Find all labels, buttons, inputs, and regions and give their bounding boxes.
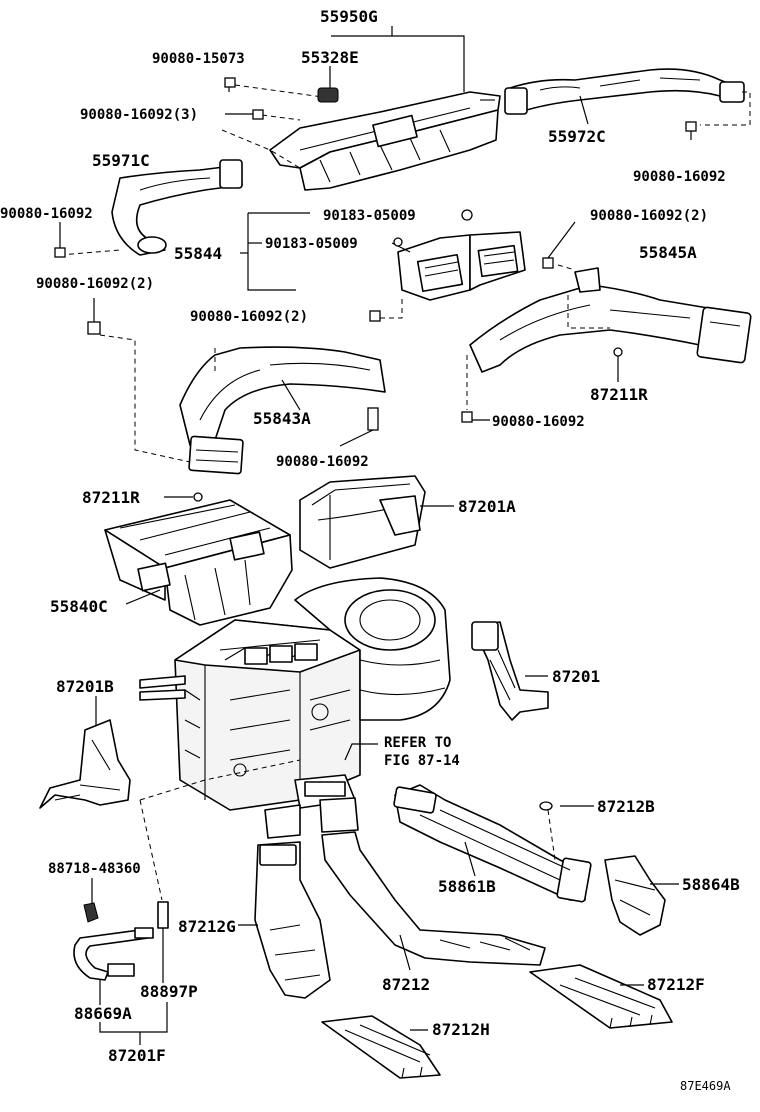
clip-87212B [539,801,594,861]
nut-90183-05009-a [461,209,473,221]
dash-55972C [700,91,751,126]
label-90080-16092-center-lower: 90080-16092 [276,454,369,470]
dash-sensor [139,759,301,801]
label-87212H: 87212H [432,1020,490,1039]
bolt-90080-16092-2a [369,310,381,322]
clip-55328E [317,66,339,103]
label-refer-line2: FIG 87-14 [384,753,460,769]
bolt-90080-16092-c [339,407,379,447]
leader-55972C [579,95,589,125]
label-55971C: 55971C [92,151,150,170]
label-90080-16092-right-lower: 90080-16092 [492,414,585,430]
label-87201B: 87201B [56,677,114,696]
leader-58861B [464,841,476,877]
bolt-90080-15073 [224,77,236,92]
screw-87211R-a [613,347,623,382]
label-58861B: 58861B [438,877,496,896]
leader-55840C [125,589,161,605]
label-55328E: 55328E [301,48,359,67]
bolt-90080-16092-3 [225,109,264,120]
label-87211R-left: 87211R [82,488,140,507]
leader-87212 [399,934,411,971]
label-90183-05009-a: 90183-05009 [323,208,416,224]
sensor-88897P [157,901,169,983]
leader-87201F [99,1002,168,1033]
part-87201-side-duct [471,621,549,721]
part-55844-register [397,231,526,301]
part-heater-unit-main [139,577,451,839]
bolt-90080-16092-right [685,121,697,140]
bolt-90080-16092-2b [542,221,576,269]
nut-90183-05009-b [393,237,403,247]
hose-88669A [73,927,154,981]
part-55971C-side-duct [111,159,243,256]
leader-55843A [281,379,301,411]
label-90080-16092-left: 90080-16092 [0,206,93,222]
bolt-90080-16092-2c [87,298,101,335]
label-87201: 87201 [552,667,600,686]
screw-87211R-b [164,492,203,502]
part-55840C-heater-duct [104,499,293,626]
figure-code: 87E469A [680,1079,731,1093]
clip-88718-48360 [83,878,99,923]
part-87212-floor-duct [321,831,546,966]
label-90080-15073: 90080-15073 [152,51,245,67]
part-87212G-floor-duct [254,841,331,999]
label-87201F: 87201F [108,1046,166,1065]
label-55845A: 55845A [639,243,697,262]
label-90080-16092-right: 90080-16092 [633,169,726,185]
label-87201A: 87201A [458,497,516,516]
dash-55843A [99,334,191,463]
part-55950G-defroster-nozzle [269,91,501,191]
part-87212H-floor-duct [321,1015,441,1079]
label-87212: 87212 [382,975,430,994]
label-90183-05009-b: 90183-05009 [265,236,358,252]
part-55845A-rear-duct [469,267,752,373]
label-88897P: 88897P [140,982,198,1001]
label-88718-48360: 88718-48360 [48,861,141,877]
label-58864B: 58864B [682,875,740,894]
part-87212F-floor-duct [529,964,673,1029]
label-90080-16092-2-upper-right: 90080-16092(2) [590,208,708,224]
bolt-90080-16092-d [461,411,490,423]
part-87201B-side-duct [39,719,131,809]
label-55843A: 55843A [253,409,311,428]
leader-55844-bracket [247,213,296,291]
label-88669A: 88669A [74,1004,132,1023]
part-87201A-blower-case [299,475,426,569]
label-87212B: 87212B [597,797,655,816]
label-90080-16092-2-center: 90080-16092(2) [190,309,308,325]
part-58864B-bracket [604,855,666,936]
dash-55971C [59,249,121,256]
label-55844: 55844 [174,244,222,263]
leader-refer [344,743,378,761]
label-90080-16092-2-left: 90080-16092(2) [36,276,154,292]
leader-55950G [331,35,465,92]
part-55972C-side-duct [504,68,745,115]
labels: 55950G 90080-15073 55328E 90080-16092(3)… [0,7,740,1093]
part-55843A-center-duct [179,346,386,475]
label-87211R-right: 87211R [590,385,648,404]
part-58861B-rear-duct [393,784,592,903]
label-90080-16092-3: 90080-16092(3) [80,107,198,123]
label-87212F: 87212F [647,975,705,994]
bolt-90080-16092-left [54,222,66,258]
label-refer-line1: REFER TO [384,735,451,751]
label-55950G: 55950G [320,7,378,26]
label-55840C: 55840C [50,597,108,616]
label-87212G: 87212G [178,917,236,936]
label-55972C: 55972C [548,127,606,146]
